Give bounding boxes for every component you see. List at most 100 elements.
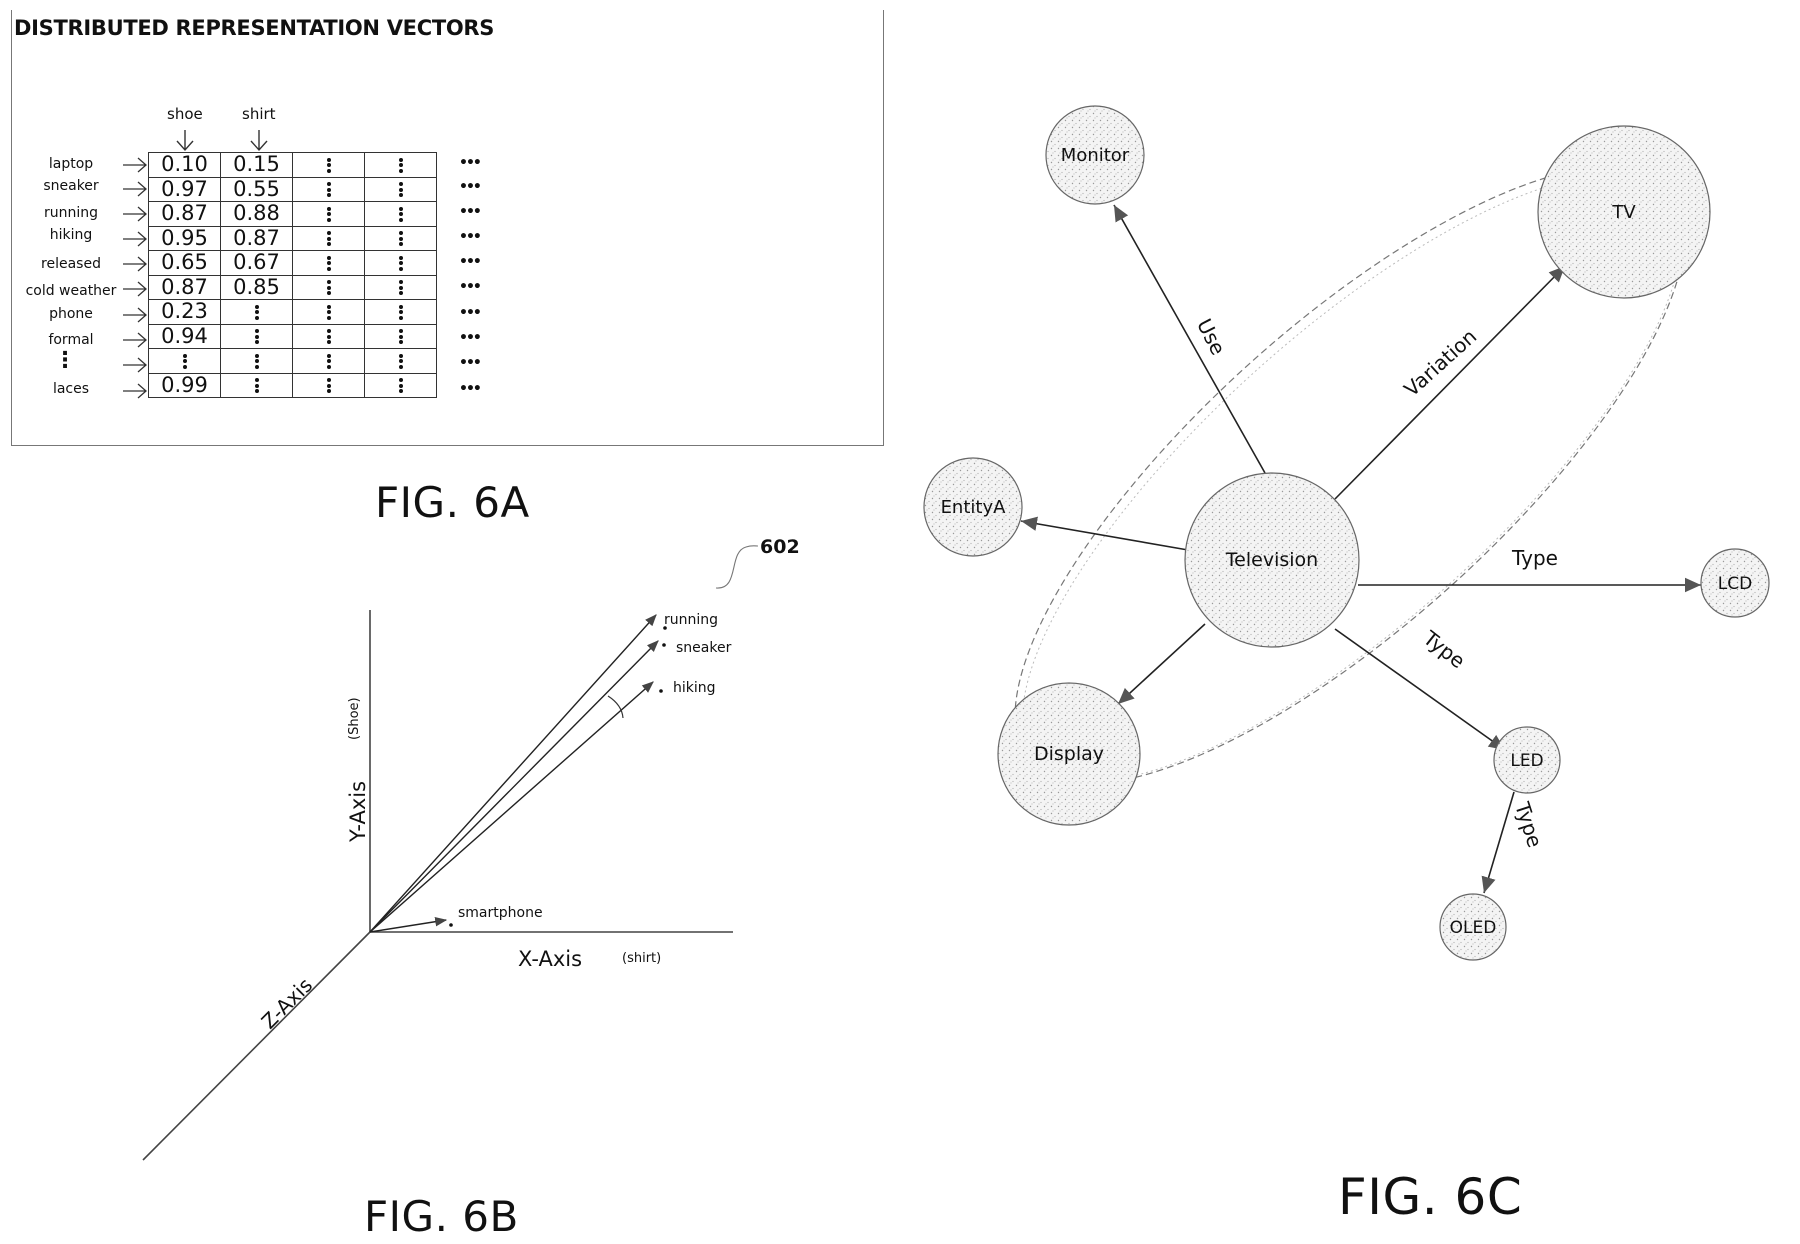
horizontal-ellipsis-icon: ••• xyxy=(459,254,482,270)
table-cell-value: 0.87 xyxy=(148,201,221,227)
vertical-ellipsis-icon xyxy=(326,230,331,248)
node-led: LED xyxy=(1493,726,1561,794)
table-cell-value: 0.97 xyxy=(148,176,221,202)
row-label: released xyxy=(41,256,101,272)
edge-television-display xyxy=(1117,623,1206,705)
row-arrow xyxy=(123,231,147,247)
horizontal-ellipsis-icon: ••• xyxy=(459,355,482,371)
fig6b-caption: FIG. 6B xyxy=(364,1192,519,1241)
vector-arrow-sneaker xyxy=(369,640,659,933)
table-cell-value: 0.94 xyxy=(148,323,221,349)
row-arrow xyxy=(123,281,147,297)
fig6a-caption: FIG. 6A xyxy=(375,478,530,527)
node-label: Television xyxy=(1225,549,1318,571)
vertical-ellipsis-icon xyxy=(398,328,403,346)
x-axis-label: X-Axis xyxy=(518,947,582,971)
edge-label-television-led: Type xyxy=(1418,625,1470,673)
vector-label-hiking: hiking xyxy=(673,680,716,696)
vertical-ellipsis-icon xyxy=(326,352,331,370)
node-television: Television xyxy=(1184,472,1360,648)
vertical-ellipsis-icon xyxy=(398,303,403,321)
angle-arc xyxy=(607,695,624,719)
row-label: ⋮ xyxy=(54,348,76,373)
node-entitya: EntityA xyxy=(923,457,1023,557)
vector-arrow-running xyxy=(369,614,657,933)
horizontal-ellipsis-icon: ••• xyxy=(459,179,482,195)
row-arrow xyxy=(123,307,147,323)
table-row: 0.23 xyxy=(148,299,437,325)
table-cell-value: 0.87 xyxy=(148,274,221,300)
table-cell-ellipsis xyxy=(364,299,437,325)
table-cell-value: 0.55 xyxy=(220,176,293,202)
node-circle xyxy=(1045,105,1145,205)
node-circle xyxy=(997,682,1141,826)
table-cell-value: 0.67 xyxy=(220,250,293,276)
node-circle xyxy=(923,457,1023,557)
node-label: EntityA xyxy=(941,497,1007,518)
horizontal-ellipsis-icon: ••• xyxy=(459,330,482,346)
node-label: TV xyxy=(1611,202,1636,223)
table-cell-ellipsis xyxy=(364,201,437,227)
vertical-ellipsis-icon xyxy=(326,205,331,223)
horizontal-ellipsis-icon: ••• xyxy=(459,305,482,321)
edge-led-oled xyxy=(1481,791,1515,894)
column-label-shirt: shirt xyxy=(242,105,276,123)
vertical-ellipsis-icon xyxy=(398,181,403,199)
vertical-ellipsis-icon xyxy=(398,254,403,272)
horizontal-ellipsis-icon: ••• xyxy=(459,381,482,397)
table-cell-value: 0.10 xyxy=(148,152,221,178)
horizontal-ellipsis-icon: ••• xyxy=(459,229,482,245)
reference-numeral-602: 602 xyxy=(760,536,800,558)
y-axis-sublabel: (Shoe) xyxy=(347,697,362,740)
table-cell-value: 0.95 xyxy=(148,225,221,251)
node-circle xyxy=(1537,125,1711,299)
table-cell-value: 0.15 xyxy=(220,152,293,178)
table-row: 0.99 xyxy=(148,372,437,398)
fig6c-caption: FIG. 6C xyxy=(1338,1168,1523,1226)
column-label-shoe: shoe xyxy=(167,105,203,123)
node-circle xyxy=(1700,548,1770,618)
row-label: laptop xyxy=(48,156,94,172)
row-arrow xyxy=(123,332,147,348)
column-arrow-shoe xyxy=(176,130,194,152)
row-arrow xyxy=(123,383,147,399)
row-label: formal xyxy=(48,332,94,348)
reference-leader-line xyxy=(715,545,759,589)
row-arrow xyxy=(123,256,147,272)
fig6a-title: DISTRIBUTED REPRESENTATION VECTORS xyxy=(14,16,495,40)
vertical-ellipsis-icon xyxy=(326,181,331,199)
table-cell-value: 0.23 xyxy=(148,299,221,325)
vector-label-sneaker: sneaker xyxy=(676,640,732,656)
vertical-ellipsis-icon xyxy=(398,230,403,248)
node-label: LCD xyxy=(1718,574,1752,594)
table-cell-ellipsis xyxy=(292,225,365,251)
vertical-ellipsis-icon xyxy=(398,279,403,297)
horizontal-ellipsis-icon: ••• xyxy=(459,155,482,171)
edge-television-led xyxy=(1334,628,1506,751)
z-axis-line xyxy=(142,931,371,1161)
vertical-ellipsis-icon xyxy=(326,279,331,297)
table-cell-ellipsis xyxy=(292,372,365,398)
table-cell-ellipsis xyxy=(220,372,293,398)
table-row: 0.94 xyxy=(148,323,437,349)
vertical-ellipsis-icon xyxy=(326,328,331,346)
table-cell-ellipsis xyxy=(148,348,221,374)
horizontal-ellipsis-icon: ••• xyxy=(459,279,482,295)
table-cell-value: 0.99 xyxy=(148,372,221,398)
fig6a-frame xyxy=(11,10,884,446)
vertical-ellipsis-icon xyxy=(254,377,259,395)
row-arrow xyxy=(123,157,147,173)
y-axis-label: Y-Axis xyxy=(346,781,370,843)
vector-point-sneaker xyxy=(662,643,666,647)
vertical-ellipsis-icon xyxy=(326,377,331,395)
table-cell-ellipsis xyxy=(364,250,437,276)
row-label: laces xyxy=(52,381,90,397)
vector-point-smartphone xyxy=(449,923,453,927)
table-cell-ellipsis xyxy=(364,274,437,300)
node-lcd: LCD xyxy=(1700,548,1770,618)
